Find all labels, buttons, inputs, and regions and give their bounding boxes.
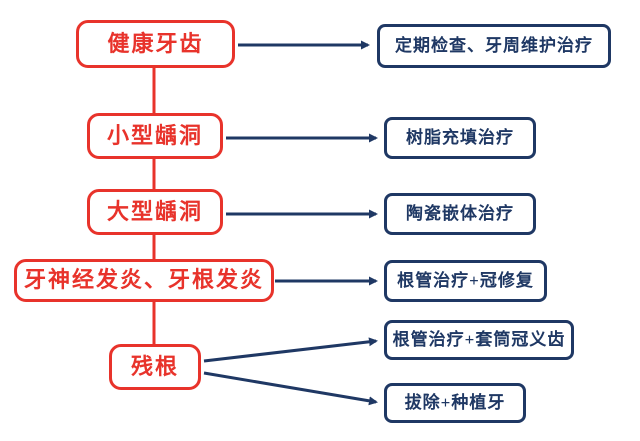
stage-pulpitis: 牙神经发炎、牙根发炎	[14, 259, 274, 302]
treatment-extraction-implant: 拔除+种植牙	[384, 383, 526, 423]
treatment-resin-filling: 树脂充填治疗	[384, 117, 536, 159]
treatment-label: 树脂充填治疗	[406, 127, 514, 147]
treatment-regular-checkup: 定期检查、牙周维护治疗	[377, 24, 611, 68]
stage-label: 牙神经发炎、牙根发炎	[23, 267, 264, 293]
stage-label: 健康牙齿	[107, 30, 204, 56]
treatment-root-canal-crown: 根管治疗+冠修复	[384, 260, 547, 302]
stage-small-cavity: 小型龋洞	[87, 113, 223, 159]
treatment-label: 陶瓷嵌体治疗	[406, 203, 514, 223]
treatment-root-canal-telescopic-denture: 根管治疗+套筒冠义齿	[384, 320, 574, 360]
stage-label: 残根	[130, 353, 179, 379]
stage-healthy-teeth: 健康牙齿	[76, 20, 235, 68]
stage-label: 大型龋洞	[106, 198, 203, 224]
arrow-residual-to-implant	[203, 371, 378, 406]
stage-large-cavity: 大型龋洞	[87, 189, 223, 235]
treatment-label: 根管治疗+套筒冠义齿	[392, 329, 566, 349]
treatment-label: 根管治疗+冠修复	[397, 270, 534, 290]
treatment-label: 拔除+种植牙	[404, 392, 506, 412]
treatment-ceramic-inlay: 陶瓷嵌体治疗	[384, 193, 536, 235]
arrow-residual-to-denture	[203, 337, 378, 363]
stage-label: 小型龋洞	[106, 122, 203, 148]
treatment-label: 定期检查、牙周维护治疗	[395, 35, 593, 55]
stage-residual-root: 残根	[109, 344, 201, 390]
